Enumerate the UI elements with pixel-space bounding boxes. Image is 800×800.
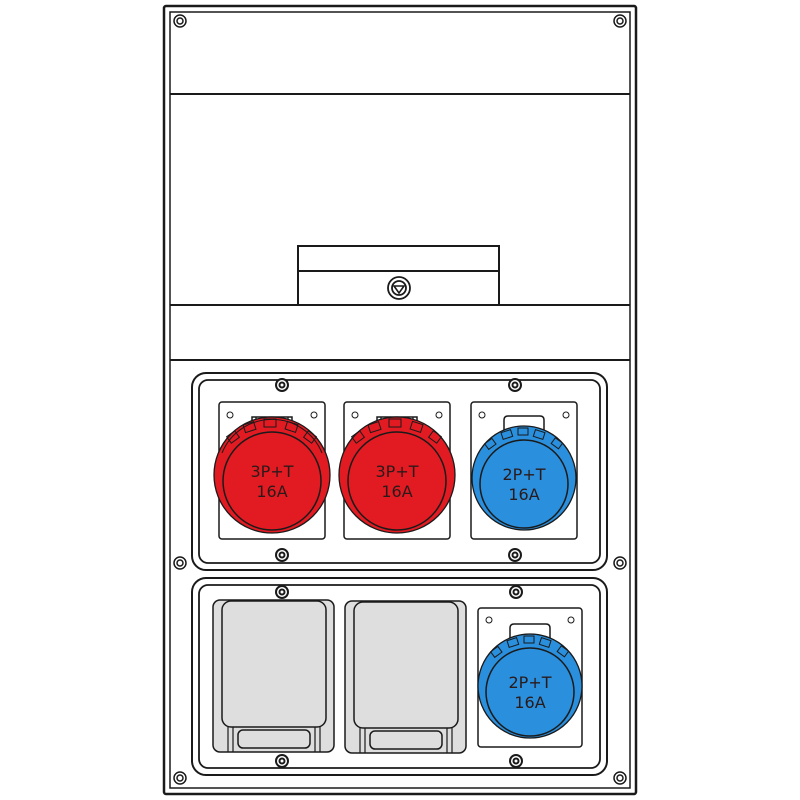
corner-screw-icon <box>613 771 627 785</box>
panel-screw-icon <box>508 548 522 562</box>
socket-type-label: 3P+T <box>375 462 418 481</box>
socket-type-label: 2P+T <box>508 673 551 692</box>
corner-screw-icon <box>613 556 627 570</box>
panel-screw-icon <box>509 754 523 768</box>
socket-rating-label: 16A <box>508 485 539 504</box>
socket-rating-label: 16A <box>514 693 545 712</box>
socket-2p-t-16a-blue[interactable]: 2P+T 16A <box>470 401 578 540</box>
triangle-key-lock-icon[interactable] <box>387 276 411 300</box>
lock-housing[interactable] <box>297 245 500 306</box>
panel-screw-icon <box>509 585 523 599</box>
panel-screw-icon <box>275 585 289 599</box>
socket-rating-label: 16A <box>381 482 412 501</box>
corner-screw-icon <box>173 14 187 28</box>
socket-3p-t-16a-red[interactable]: 3P+T 16A <box>338 401 456 540</box>
socket-2p-t-16a-blue[interactable]: 2P+T 16A <box>477 607 583 748</box>
corner-screw-icon <box>613 14 627 28</box>
panel-screw-icon <box>275 548 289 562</box>
socket-type-label: 3P+T <box>250 462 293 481</box>
blank-module-cover[interactable] <box>212 599 335 753</box>
socket-type-label: 2P+T <box>502 465 545 484</box>
panel-screw-icon <box>275 378 289 392</box>
panel-screw-icon <box>275 754 289 768</box>
corner-screw-icon <box>173 556 187 570</box>
panel-screw-icon <box>508 378 522 392</box>
socket-3p-t-16a-red[interactable]: 3P+T 16A <box>213 401 331 540</box>
socket-rating-label: 16A <box>256 482 287 501</box>
blank-module-cover[interactable] <box>344 600 467 754</box>
corner-screw-icon <box>173 771 187 785</box>
